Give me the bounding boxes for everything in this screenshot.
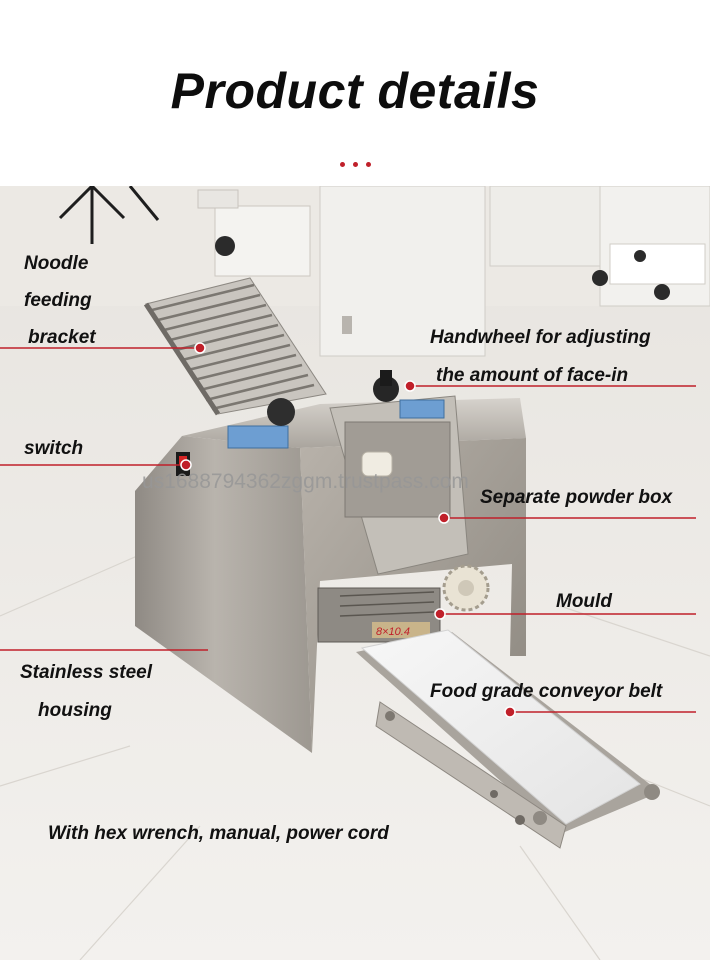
product-photo: 8×10.4 bbox=[0, 186, 710, 960]
header: Product details bbox=[0, 0, 710, 190]
label-switch: switch bbox=[24, 438, 84, 459]
page-title: Product details bbox=[170, 63, 540, 119]
label-noodle: Noodle bbox=[24, 253, 89, 274]
label-feeding: feeding bbox=[24, 290, 92, 311]
label-bracket: bracket bbox=[28, 327, 96, 348]
label-mould: Mould bbox=[556, 591, 612, 612]
decorative-dots bbox=[338, 162, 378, 168]
dot-icon bbox=[340, 162, 345, 167]
mould-marking: 8×10.4 bbox=[376, 626, 410, 638]
callout-lines bbox=[0, 347, 696, 713]
dot-icon bbox=[353, 162, 358, 167]
machine-body: 8×10.4 bbox=[135, 370, 526, 753]
noodle-feeding-bracket bbox=[143, 277, 327, 416]
label-accessories: With hex wrench, manual, power cord bbox=[48, 823, 389, 844]
callout-dots bbox=[180, 342, 516, 718]
label-separate-powder-box: Separate powder box bbox=[480, 487, 673, 508]
dot-icon bbox=[366, 162, 371, 167]
label-handwheel-line1: Handwheel for adjusting bbox=[430, 327, 651, 348]
background-machines bbox=[58, 186, 710, 357]
label-handwheel-line2: the amount of face-in bbox=[436, 365, 629, 386]
label-housing: housing bbox=[38, 700, 112, 721]
watermark: us1688794362zggm.trustpass.com bbox=[142, 470, 469, 493]
label-conveyor-belt: Food grade conveyor belt bbox=[430, 681, 663, 702]
label-stainless-steel: Stainless steel bbox=[20, 662, 153, 683]
conveyor-belt bbox=[356, 629, 660, 849]
